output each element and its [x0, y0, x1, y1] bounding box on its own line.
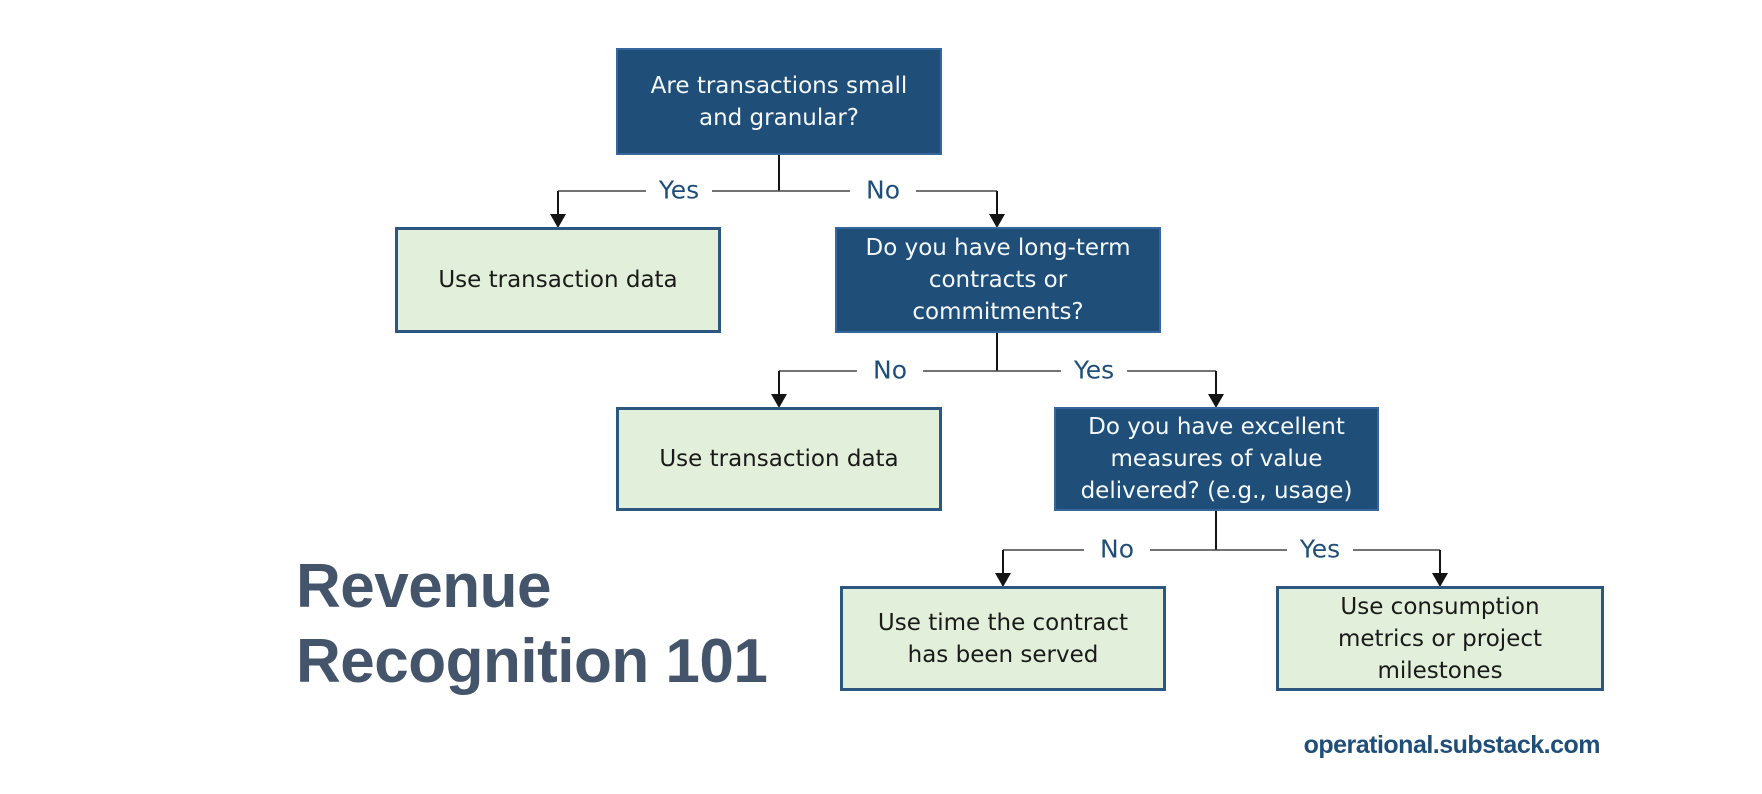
outcome-node-use-transaction-data-1: Use transaction data [395, 227, 721, 333]
page-title-line2: Recognition 101 [296, 627, 768, 696]
branch-label-q2-yes: Yes [1073, 355, 1115, 385]
arrow-down-icon [989, 214, 1005, 228]
branch-q1 [550, 155, 1005, 228]
outcome-node-consumption-metrics: Use consumption metrics or project miles… [1276, 586, 1604, 691]
page-title-line1: Revenue [296, 552, 551, 621]
outcome-node-use-transaction-data-2: Use transaction data [616, 407, 942, 511]
decision-node-transactions-small: Are transactions small and granular? [616, 48, 942, 155]
outcome-node-time-contract-served: Use time the contract has been served [840, 586, 1166, 691]
arrow-down-icon [1208, 394, 1224, 408]
arrow-down-icon [1432, 573, 1448, 587]
decision-node-measures-of-value: Do you have excellent measures of value … [1054, 407, 1379, 511]
decision-node-long-term-contracts: Do you have long-term contracts or commi… [835, 227, 1161, 333]
page-title: Revenue Recognition 101 [296, 549, 768, 699]
footer-url: operational.substack.com [1303, 731, 1601, 759]
branch-q3 [995, 511, 1448, 587]
branch-label-q2-no: No [873, 355, 907, 385]
branch-label-q1-no: No [866, 175, 900, 205]
arrow-down-icon [550, 214, 566, 228]
arrow-down-icon [995, 573, 1011, 587]
branch-label-q1-yes: Yes [658, 175, 700, 205]
branch-q2 [771, 333, 1224, 408]
branch-label-q3-yes: Yes [1299, 534, 1341, 564]
branch-label-q3-no: No [1100, 534, 1134, 564]
arrow-down-icon [771, 394, 787, 408]
